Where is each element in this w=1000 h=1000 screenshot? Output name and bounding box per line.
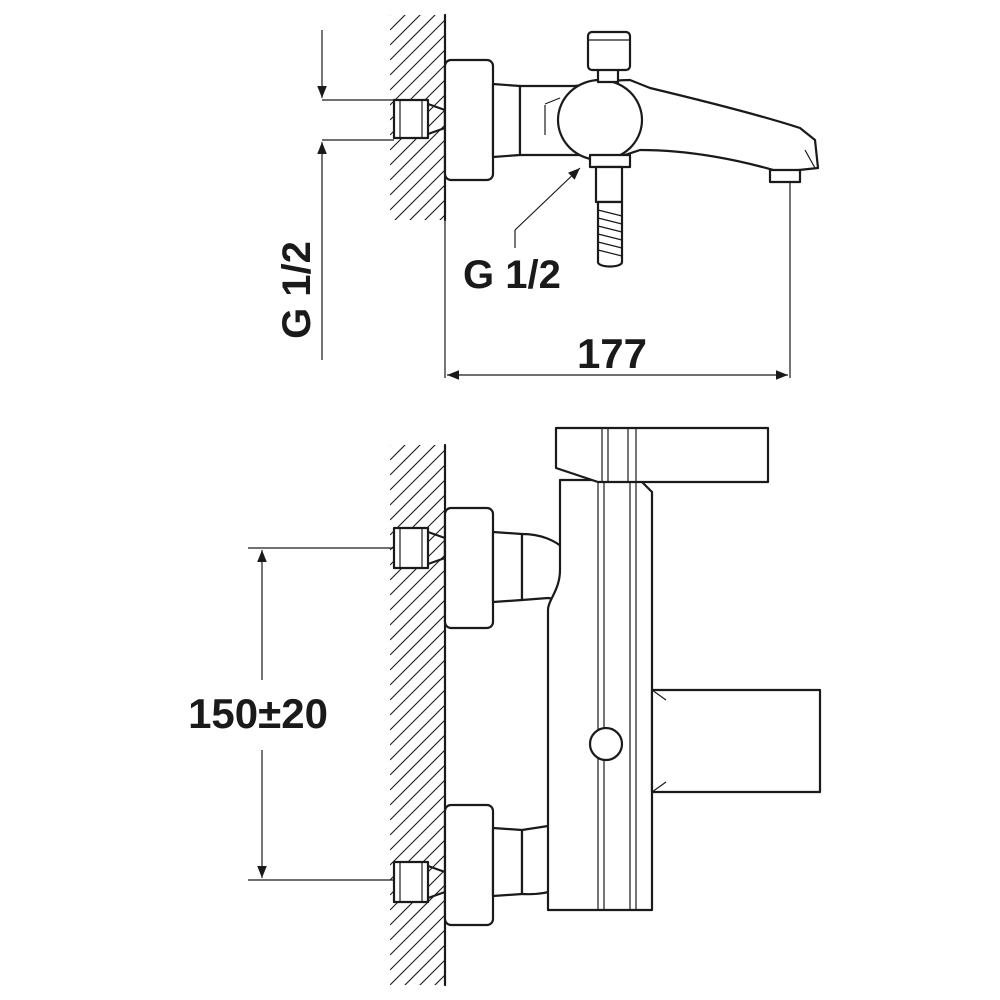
wall-hatch-bottom: [390, 445, 445, 1000]
front-view: 150±20: [188, 426, 822, 1000]
hatch-line: [390, 139, 445, 196]
outlet-thread-bottom: [588, 153, 632, 268]
hatch-line: [390, 779, 445, 836]
eccentric-connector-top: [491, 82, 522, 159]
wall-flange-top: [443, 58, 495, 182]
hatch-line: [390, 584, 445, 641]
hatch-line: [390, 15, 391, 16]
hatch-line: [390, 899, 445, 956]
hatch-line: [390, 464, 445, 521]
vertical-thread-dimension: [317, 30, 394, 360]
hatch-line: [390, 674, 445, 731]
spout-front: [650, 688, 822, 794]
side-view: G 1/2 G 1/2 177: [275, 13, 820, 380]
hatch-line: [424, 199, 445, 220]
hatch-line: [390, 704, 445, 761]
hatch-line: [394, 169, 445, 220]
hatch-line: [390, 794, 445, 851]
hatch-line: [390, 644, 445, 701]
hatch-line: [390, 124, 445, 181]
hatch-line: [390, 734, 445, 791]
hatch-line: [390, 15, 421, 46]
dim-depth: 177: [577, 330, 647, 377]
depth-dimension: [444, 182, 791, 380]
hatch-line: [434, 974, 445, 985]
hatch-line: [390, 49, 445, 106]
hatch-line: [390, 445, 406, 461]
dim-outlet-thread: G 1/2: [463, 253, 561, 297]
diverter-knob: [586, 30, 632, 84]
hatch-line: [390, 15, 406, 31]
hatch-line: [390, 569, 445, 626]
hatch-line: [390, 154, 445, 211]
hatch-line: [404, 944, 445, 985]
hatch-line: [390, 449, 445, 506]
hatch-line: [390, 659, 445, 716]
hatch-line: [390, 445, 436, 491]
inlet-spacing-dimension: [248, 547, 394, 881]
hatch-line: [409, 184, 445, 220]
leader-arrow: [514, 167, 581, 231]
hatch-line: [390, 554, 445, 611]
hatch-line: [390, 614, 445, 671]
hatch-line: [390, 445, 391, 446]
spout-aerator: [768, 168, 802, 184]
cartridge-round-side: [556, 78, 644, 162]
hatch-line: [390, 34, 445, 91]
dim-inlet-spacing: 150±20: [188, 690, 328, 737]
hatch-line: [390, 479, 445, 536]
hatch-line: [390, 445, 421, 476]
set-screw: [588, 726, 624, 762]
lever-handle: [554, 426, 770, 484]
dim-inlet-thread: G 1/2: [275, 241, 319, 339]
hatch-line: [390, 764, 445, 821]
hatch-line: [390, 599, 445, 656]
hatch-line: [390, 990, 445, 1000]
hatch-line: [390, 19, 445, 76]
hatch-line: [390, 929, 445, 985]
hatch-line: [439, 214, 445, 220]
hatch-line: [419, 959, 445, 985]
hatch-line: [390, 15, 436, 61]
hatch-line: [390, 629, 445, 686]
hatch-line: [390, 689, 445, 746]
wall-hatch-top: [390, 15, 445, 220]
hatch-line: [390, 749, 445, 806]
hatch-line: [390, 719, 445, 776]
hatch-line: [390, 809, 445, 866]
hatch-line: [390, 914, 445, 971]
